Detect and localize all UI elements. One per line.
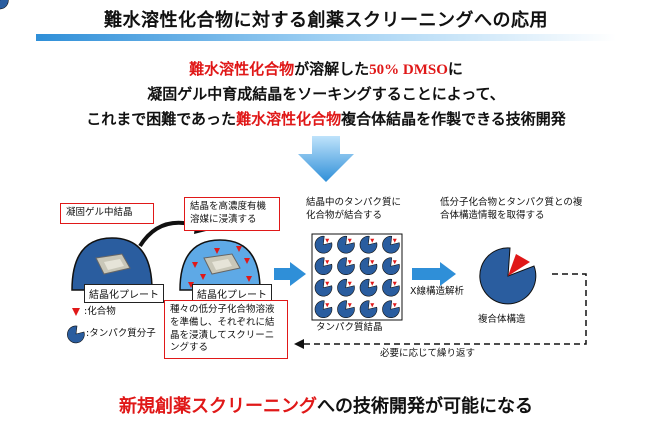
protein-legend-icon [67,325,85,344]
protein-grid [0,0,9,10]
intro-line-2: 凝固ゲル中育成結晶をソーキングすることによって、 [147,85,505,103]
protein-molecule [314,257,333,275]
gel-crystal-label: 凝固ゲル中結晶 [60,203,154,224]
protein-molecule [314,278,333,297]
compound-markers [188,246,252,288]
compound-legend-icon [72,308,80,316]
repeat-loop-head [294,339,304,349]
conclusion: 新規創薬スクリーニングへの技術開発が可能になる [0,392,652,418]
complex-compound [508,254,530,276]
protein-molecule [314,235,333,254]
conclusion-rest: への技術開発が可能になる [317,396,533,417]
down-arrow-icon [298,136,354,182]
info-label: 低分子化合物とタンパク質との複合体構造情報を取得する [440,197,583,221]
repeat-loop-line [302,273,587,345]
protein-molecule [382,235,400,254]
protein-molecule [359,278,378,297]
protein-molecule [337,235,355,254]
protein-molecule [337,278,355,297]
complex-label: 複合体構造 [478,314,526,325]
binding-label: 結晶中のタンパク質に化合物が結合する [306,197,402,221]
protein-crystal-label: タンパク質結晶 [316,322,383,333]
complex-structure-pie [479,247,537,305]
gel-crystal-2 [203,253,241,275]
right-arrow-2 [412,262,456,286]
intro-dmso: 50% DMSO [369,62,448,78]
xray-label: X線構造解析 [410,286,465,297]
intro-line-3: これまで困難であった難水溶性化合物複合体結晶を作製できる技術開発 [0,108,652,129]
protein-molecule [382,278,400,297]
protein-molecule [314,300,333,318]
plate-label-1: 結晶化プレート [84,284,164,303]
page-title: 難水溶性化合物に対する創薬スクリーニングへの応用 [104,10,548,31]
protein-molecule [337,300,355,318]
intro-line1-end: に [447,60,463,78]
title-underline [36,34,616,41]
soak-label: 結晶を高濃度有機溶媒に浸漬する [184,197,280,231]
protein-legend-label: :タンパク質分子 [86,328,156,339]
gel-crystal-1 [95,253,131,275]
conclusion-red: 新規創薬スクリーニング [119,396,317,417]
protein-molecule [359,257,378,275]
intro-line-1: 難水溶性化合物が溶解した50% DMSOに [0,58,652,79]
intro-line3-red: 難水溶性化合物 [236,110,342,128]
prep-box: 種々の低分子化合物溶液を準備し、それぞれに結晶を浸漬してスクリーニングする [164,300,288,360]
protein-molecule [382,300,400,318]
right-arrow-1 [274,262,306,286]
compound-legend-label: :化合物 [84,306,116,317]
intro-line1-mid: が溶解した [294,60,370,78]
protein-molecule [337,257,355,275]
protein-molecule [359,235,378,254]
protein-molecule [359,300,378,318]
intro-line3-start: これまで困難であった [86,110,237,128]
protein-grid-svg [314,235,400,318]
repeat-label: 必要に応じて繰り返す [380,348,476,359]
intro-compound-red: 難水溶性化合物 [189,60,295,78]
intro-line3-end: 複合体結晶を作製できる技術開発 [341,110,566,128]
protein-molecule [382,257,400,275]
